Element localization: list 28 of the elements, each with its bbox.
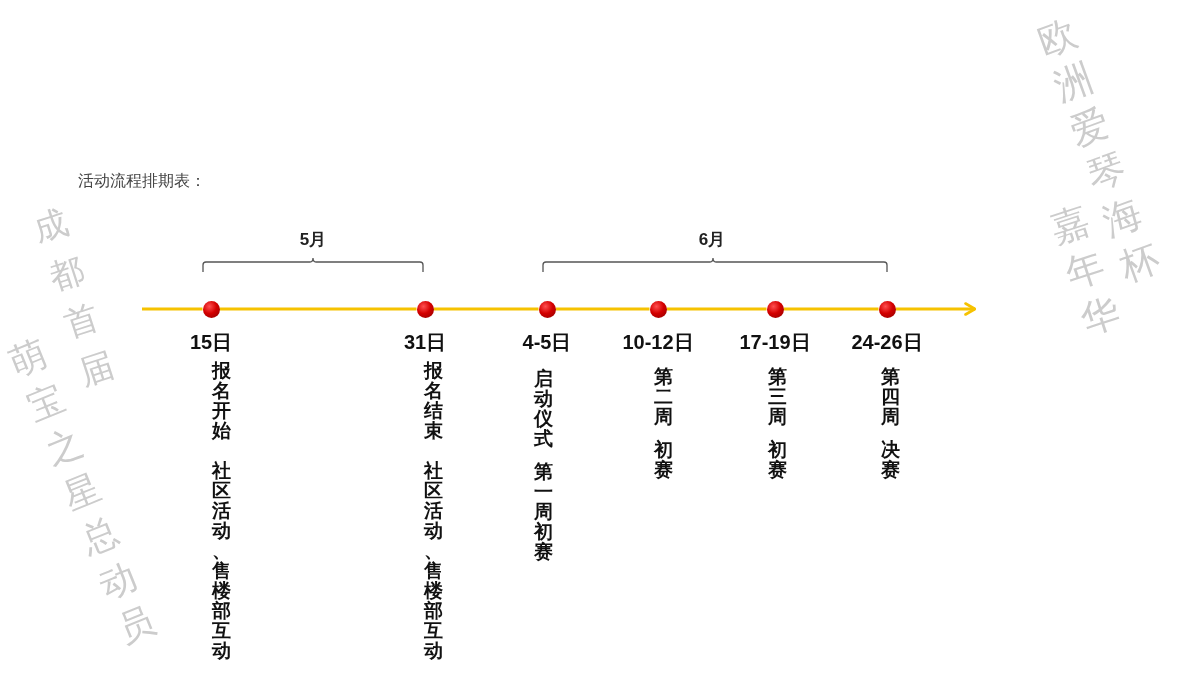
date-label: 31日	[403, 332, 447, 352]
event-text: 启动仪式	[533, 369, 553, 449]
event-text: 第三周	[767, 367, 787, 427]
event-text: 初赛	[653, 440, 673, 480]
timeline-line	[142, 307, 203, 311]
date-label: 10-12日	[622, 332, 694, 352]
timeline-line	[666, 307, 767, 311]
date-label: 4-5日	[522, 332, 572, 352]
event-text: 初赛	[767, 440, 787, 480]
timeline-line	[555, 307, 650, 311]
timeline-line	[895, 302, 977, 316]
event-text: 报名结束	[423, 361, 443, 441]
event-text: 第一周初赛	[533, 462, 553, 562]
title: 活动流程排期表：	[78, 171, 206, 191]
timeline-line	[783, 307, 879, 311]
timeline-line	[219, 307, 417, 311]
date-label: 15日	[189, 332, 233, 352]
event-text: 决赛	[880, 440, 900, 480]
date-label: 17-19日	[739, 332, 811, 352]
timeline-line	[433, 307, 539, 311]
event-text: 第四周	[880, 367, 900, 427]
event-text: 社区活动、售楼部互动	[211, 461, 231, 661]
event-text: 社区活动、售楼部互动	[423, 461, 443, 661]
date-label: 24-26日	[851, 332, 923, 352]
month-label: 6月	[698, 231, 726, 248]
event-text: 第二周	[653, 367, 673, 427]
month-label: 5月	[299, 231, 327, 248]
event-text: 报名开始	[211, 361, 231, 441]
